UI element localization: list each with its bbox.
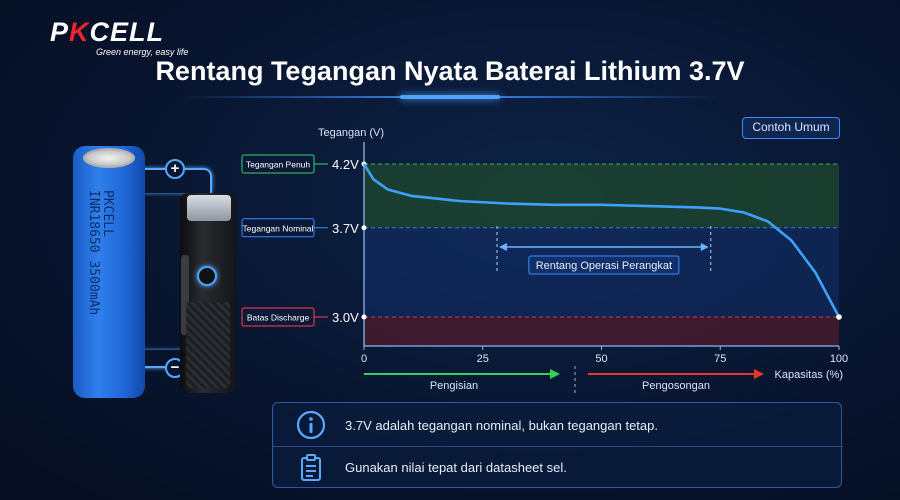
info-row-nominal: 3.7V adalah tegangan nominal, bukan tega… — [273, 404, 843, 446]
voltage-chart: Tegangan (V) 4.2V Tegangan Penuh 3.7V Tegang… — [241, 127, 848, 394]
info-panel: 3.7V adalah tegangan nominal, bukan tega… — [272, 402, 843, 488]
info-row-datasheet: Gunakan nilai tepat dari datasheet sel. — [273, 446, 843, 488]
operating-range-label: Rentang Operasi Perangkat — [536, 260, 672, 272]
info-icon — [291, 408, 331, 442]
charge-label: Pengisian — [430, 380, 478, 392]
level-tag-0: Tegangan Penuh — [246, 160, 311, 170]
wire-negative — [120, 350, 190, 368]
y-axis-marker-1 — [361, 225, 367, 231]
y-tick-label-0: 4.2V — [332, 157, 359, 172]
plus-terminal-icon: + — [165, 159, 185, 179]
brand-tagline: Green energy, easy life — [96, 47, 189, 57]
full-voltage-zone — [364, 164, 839, 228]
y-axis-marker-2 — [361, 314, 367, 320]
x-tick-label-3: 75 — [714, 353, 726, 365]
brand-name: PKCELL — [50, 17, 165, 47]
discharge-arrow-head — [754, 369, 764, 379]
x-tick-label-4: 100 — [830, 353, 848, 365]
flashlight-clip — [181, 255, 189, 335]
y-tick-label-1: 3.7V — [332, 221, 359, 236]
battery-illustration — [73, 146, 145, 398]
example-badge: Contoh Umum — [742, 117, 840, 139]
curve-end-point — [836, 314, 842, 320]
flashlight-grip — [186, 302, 230, 388]
y-axis-title: Tegangan (V) — [318, 127, 384, 139]
battery-cap — [83, 148, 135, 168]
x-tick-label-0: 0 — [361, 353, 367, 365]
x-axis-title: Kapasitas (%) — [775, 369, 843, 381]
y-tick-label-2: 3.0V — [332, 310, 359, 325]
brand-logo: PKCELL Green energy, easy life — [50, 18, 188, 57]
operating-range-arrow-right-head — [700, 243, 709, 251]
operating-range-label-box — [528, 255, 680, 275]
page-title: Rentang Tegangan Nyata Baterai Lithium 3… — [155, 56, 745, 86]
clipboard-icon — [291, 451, 331, 485]
charge-arrow-head — [550, 369, 560, 379]
flashlight-power-button — [197, 266, 217, 286]
flashlight-head — [187, 195, 231, 221]
info-text-datasheet: Gunakan nilai tepat dari datasheet sel. — [345, 460, 567, 475]
discharge-zone — [364, 317, 839, 346]
info-text-nominal: 3.7V adalah tegangan nominal, bukan tega… — [345, 417, 658, 433]
operating-range-arrow-left-head — [499, 243, 507, 251]
title-glow — [400, 95, 500, 99]
x-tick-label-1: 25 — [477, 353, 489, 365]
discharge-label: Pengosongan — [642, 380, 710, 392]
x-tick-label-2: 50 — [595, 353, 607, 365]
voltage-curve — [362, 163, 841, 318]
level-tag-1: Tegangan Nominal — [243, 223, 314, 233]
level-tag-2: Batas Discharge — [247, 313, 310, 323]
